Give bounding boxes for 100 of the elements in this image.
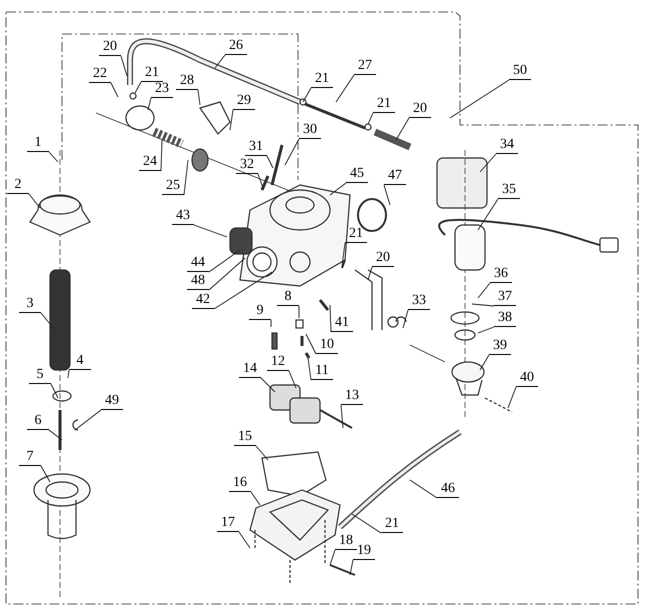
callout-number: 20: [409, 101, 431, 118]
callout-number: 21: [345, 226, 367, 243]
leader-line: [410, 480, 438, 498]
callout-number: 43: [172, 208, 194, 225]
leader-line: [48, 430, 62, 440]
callout-number: 16: [229, 475, 251, 492]
leader-line: [288, 370, 296, 388]
leader-line: [350, 560, 354, 576]
callout-number: 29: [233, 93, 255, 110]
callout-number: 50: [509, 63, 531, 80]
leader-line: [368, 266, 372, 280]
callout-number: 40: [516, 370, 538, 387]
callout-number: 24: [139, 154, 161, 171]
leader-line: [478, 282, 490, 298]
callout-number: 39: [489, 338, 511, 355]
callout-number: 26: [225, 38, 247, 55]
callout-number: 48: [187, 273, 209, 290]
callout-number: 20: [99, 39, 121, 56]
callout-number: 42: [192, 292, 214, 309]
leader-line: [74, 410, 102, 430]
callout-number: 21: [373, 96, 395, 113]
leader-line: [472, 304, 494, 306]
leader-line: [396, 118, 410, 140]
leader-line: [134, 82, 142, 94]
callout-number: 18: [335, 533, 357, 550]
leader-line: [48, 152, 58, 162]
leader-line: [40, 466, 50, 482]
callout-number: 31: [245, 139, 267, 156]
callout-number: 17: [217, 515, 239, 532]
leader-line: [214, 54, 226, 68]
leader-line: [270, 320, 272, 328]
leader-line: [340, 404, 344, 428]
leader-line: [120, 56, 128, 76]
leader-line: [308, 358, 312, 380]
callout-number: 5: [29, 367, 51, 384]
callout-number: 23: [151, 81, 173, 98]
leader-line: [284, 138, 300, 166]
leader-line: [160, 140, 162, 172]
callout-number: 21: [381, 516, 403, 533]
callout-number: 8: [277, 289, 299, 306]
callout-number: 36: [490, 266, 512, 283]
callout-number: 14: [239, 361, 261, 378]
leader-line: [260, 378, 276, 392]
callout-number: 13: [341, 388, 363, 405]
callout-number: 32: [236, 157, 258, 174]
leader-line: [402, 310, 408, 328]
callout-number: 4: [69, 353, 91, 370]
leader-line: [298, 306, 300, 318]
leader-line: [50, 384, 58, 398]
leader-line: [508, 386, 516, 408]
callout-number: 49: [101, 393, 123, 410]
leader-line: [68, 370, 70, 378]
callout-number: 28: [176, 73, 198, 90]
leader-line: [208, 250, 240, 272]
callout-number: 38: [494, 310, 516, 327]
leader-line: [40, 312, 56, 330]
callout-number: 46: [437, 481, 459, 498]
callout-number: 25: [162, 178, 184, 195]
leader-line: [208, 258, 246, 290]
leader-line: [28, 194, 40, 208]
callout-number: 37: [494, 289, 516, 306]
leader-line: [266, 156, 274, 168]
leader-line: [480, 354, 490, 370]
callout-number: 10: [316, 337, 338, 354]
leader-line: [480, 154, 496, 172]
callout-number: 22: [89, 66, 111, 83]
leader-line: [256, 446, 268, 460]
leader-line: [368, 112, 374, 124]
leader-line: [198, 90, 200, 106]
callout-number: 12: [267, 354, 289, 371]
leader-line: [110, 82, 118, 98]
callout-number: 30: [299, 122, 321, 139]
callout-number: 21: [141, 65, 163, 82]
callout-number: 27: [354, 58, 376, 75]
leader-line: [352, 514, 382, 534]
callout-number: 11: [311, 363, 333, 380]
callout-number: 20: [372, 250, 394, 267]
leader-line: [230, 110, 234, 130]
leader-line: [302, 88, 312, 102]
callout-number: 6: [27, 413, 49, 430]
leader-line: [336, 74, 354, 102]
leader-line: [148, 98, 152, 110]
callout-number: 35: [498, 182, 520, 199]
callout-number: 33: [408, 293, 430, 310]
callout-number: 47: [384, 168, 406, 185]
leader-line: [330, 550, 336, 566]
leader-line: [478, 198, 498, 230]
callout-number: 2: [7, 177, 29, 194]
callout-number: 41: [331, 315, 353, 332]
leader-line: [214, 272, 272, 310]
leader-line: [450, 80, 510, 118]
leader-line: [330, 304, 332, 332]
callout-number: 7: [19, 449, 41, 466]
callout-number: 1: [27, 135, 49, 152]
leader-line: [258, 174, 264, 188]
leader-line: [184, 160, 188, 196]
callout-number: 19: [353, 543, 375, 560]
leader-line: [384, 184, 390, 206]
callout-number: 44: [187, 255, 209, 272]
leader-line: [342, 242, 346, 266]
